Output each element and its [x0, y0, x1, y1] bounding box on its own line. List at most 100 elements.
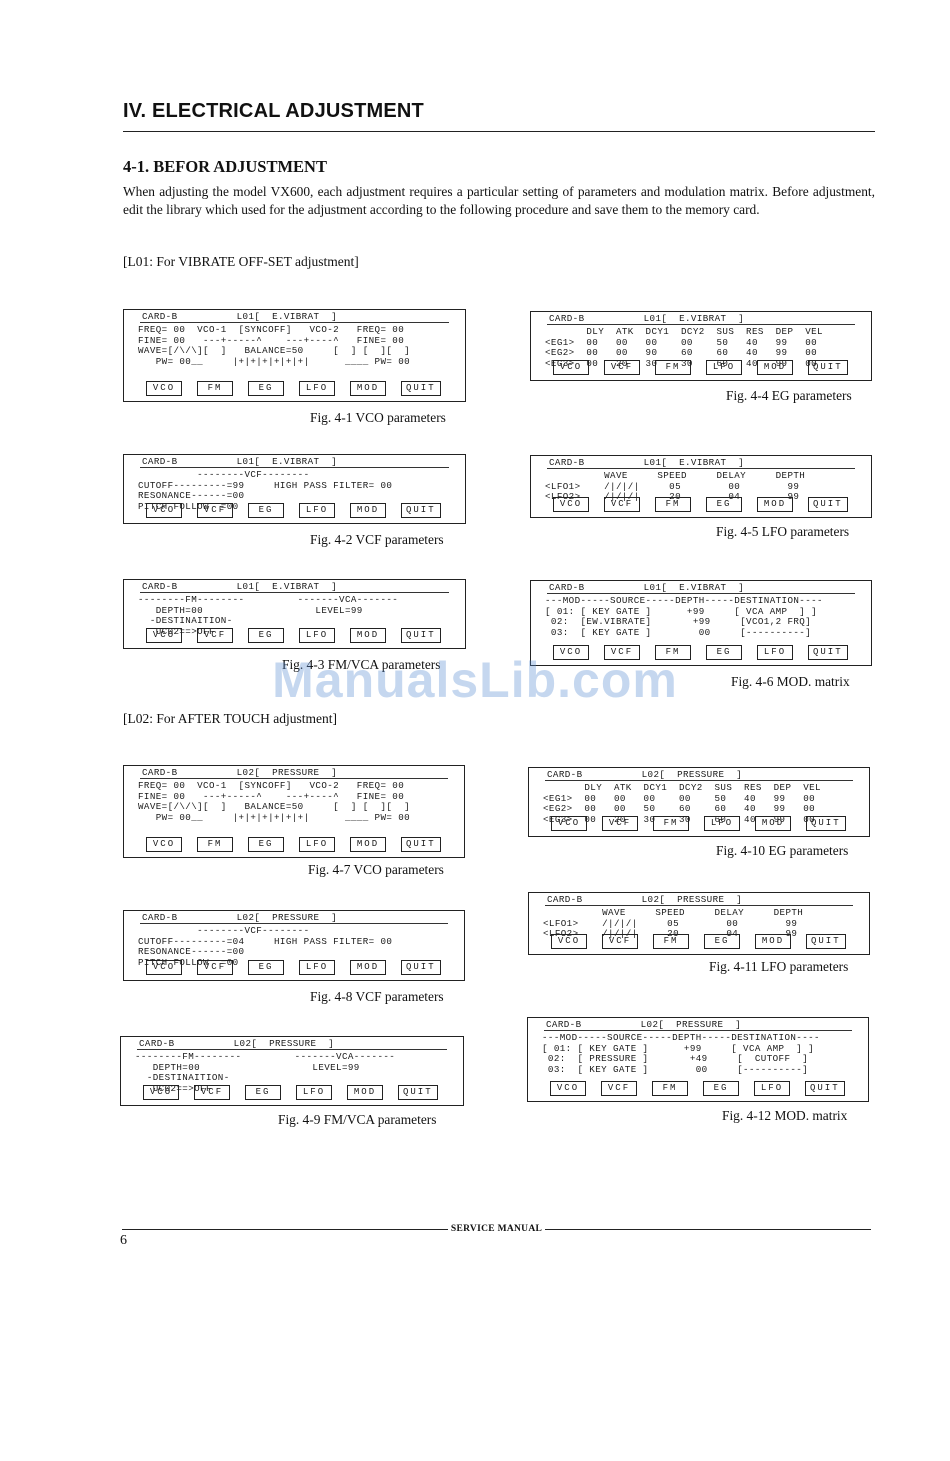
title-rule [123, 131, 875, 132]
chapter-title: IV. ELECTRICAL ADJUSTMENT [123, 100, 424, 122]
lcd-line: ---MOD-----SOURCE-----DEPTH-----DESTINAT… [542, 1032, 820, 1043]
lcd-panel-vco-l02: CARD-B L02[ PRESSURE ]FREQ= 00 VCO-1 [SY… [123, 765, 465, 858]
lcd-button-vcf: VCF [602, 816, 638, 831]
lcd-panel-fmvca-l02: CARD-B L02[ PRESSURE ]--------FM--------… [120, 1036, 464, 1106]
lcd-button-eg: EG [248, 381, 284, 396]
lcd-button-lfo: LFO [299, 628, 335, 643]
library-heading-l02: [L02: For AFTER TOUCH adjustment] [123, 711, 338, 726]
figure-caption: Fig. 4-12 MOD. matrix [722, 1108, 848, 1123]
library-heading-l01: [L01: For VIBRATE OFF-SET adjustment] [123, 254, 359, 269]
lcd-line: <EG2> 00 00 90 60 60 40 99 00 [545, 347, 818, 358]
lcd-header: CARD-B L02[ PRESSURE ] [547, 769, 743, 780]
lcd-button-vcf: VCF [604, 645, 640, 660]
lcd-header: CARD-B L01[ E.VIBRAT ] [142, 581, 338, 592]
lcd-button-lfo: LFO [299, 503, 335, 518]
lcd-line: DLY ATK DCY1 DCY2 SUS RES DEP VEL [545, 326, 823, 337]
lcd-button-vco: VCO [553, 645, 589, 660]
lcd-line: RESONANCE------=00 [138, 946, 245, 957]
lcd-button-eg: EG [706, 645, 742, 660]
lcd-body: WAVE SPEED DELAY DEPTH<LFO1> /|/|/| 05 0… [545, 470, 865, 503]
lcd-button-mod: MOD [350, 837, 386, 852]
lcd-button-vcf: VCF [197, 628, 233, 643]
lcd-button-eg: EG [248, 628, 284, 643]
lcd-line: DEPTH=00 LEVEL=99 [138, 604, 363, 616]
lcd-header-rule [545, 905, 853, 906]
lcd-button-fm: FM [653, 934, 689, 949]
lcd-line: --------FM-------- -------VCA------- [135, 1051, 396, 1062]
watermark: ManualsLib.com [272, 652, 678, 708]
lcd-panel-lfo-l02: CARD-B L02[ PRESSURE ] WAVE SPEED DELAY … [528, 892, 870, 955]
lcd-header-rule [140, 322, 449, 323]
lcd-button-lfo: LFO [296, 1085, 332, 1100]
lcd-button-quit: QUIT [808, 645, 848, 660]
figure-caption: Fig. 4-10 EG parameters [716, 843, 849, 858]
lcd-body: --------FM-------- -------VCA------- DEP… [138, 594, 459, 637]
lcd-button-quit: QUIT [806, 816, 846, 831]
lcd-header-rule [140, 923, 448, 924]
lcd-line: <LFO2> /|/|/| 20 04 99 [543, 928, 798, 939]
lcd-panel-vcf-l02: CARD-B L02[ PRESSURE ] --------VCF------… [123, 910, 465, 981]
lcd-button-lfo: LFO [704, 816, 740, 831]
lcd-button-vco: VCO [146, 503, 182, 518]
lcd-header: CARD-B L01[ E.VIBRAT ] [142, 311, 338, 322]
lcd-line: <EG1> 00 00 00 00 50 40 99 00 [545, 336, 818, 348]
lcd-header-rule [547, 324, 855, 325]
lcd-button-mod: MOD [350, 381, 386, 396]
lcd-button-vco: VCO [553, 497, 589, 512]
lcd-line: WAVE SPEED DELAY DEPTH [545, 470, 806, 481]
lcd-header: CARD-B L01[ E.VIBRAT ] [549, 582, 745, 593]
figure-caption: Fig. 4-1 VCO parameters [310, 410, 446, 425]
lcd-button-eg: EG [704, 934, 740, 949]
lcd-panel-eg-l01: CARD-B L01[ E.VIBRAT ] DLY ATK DCY1 DCY2… [530, 311, 872, 381]
lcd-line: FINE= 00 ---+-----^ ---+----^ FINE= 00 [138, 790, 405, 802]
figure-caption: Fig. 4-7 VCO parameters [308, 862, 444, 877]
lcd-header-rule [544, 1030, 852, 1031]
figure-caption: Fig. 4-5 LFO parameters [716, 524, 850, 539]
lcd-header: CARD-B L02[ PRESSURE ] [142, 912, 338, 923]
lcd-header: CARD-B L02[ PRESSURE ] [547, 894, 743, 905]
lcd-button-vco: VCO [146, 628, 182, 643]
lcd-button-vco: VCO [551, 934, 587, 949]
lcd-line: <EG3> 00 20 30 30 60 40 99 00 [545, 357, 818, 369]
lcd-button-vco: VCO [146, 381, 182, 396]
lcd-header: CARD-B L01[ E.VIBRAT ] [549, 313, 745, 324]
page-number: 6 [120, 1233, 127, 1248]
figure-caption: Fig. 4-11 LFO parameters [709, 959, 849, 974]
lcd-line: PW= 00__ |+|+|+|+|+|+| ____ PW= 00 [138, 355, 411, 367]
lcd-button-vcf: VCF [197, 960, 233, 975]
lcd-header: CARD-B L02[ PRESSURE ] [546, 1019, 742, 1030]
lcd-button-quit: QUIT [401, 503, 441, 518]
lcd-line: -DESTINAITION- [135, 1072, 230, 1083]
lcd-button-vco: VCO [146, 960, 182, 975]
lcd-line: WAVE=[/\/\][ ] BALANCE=50 [ ] [ ][ ] [138, 345, 411, 356]
lcd-button-eg: EG [248, 837, 284, 852]
section-title: 4-1. BEFOR ADJUSTMENT [123, 157, 327, 176]
lcd-button-vco: VCO [550, 1081, 586, 1096]
lcd-header: CARD-B L01[ E.VIBRAT ] [142, 456, 338, 467]
figure-caption: Fig. 4-3 FM/VCA parameters [282, 657, 441, 672]
lcd-line: --------FM-------- -------VCA------- [138, 594, 399, 605]
lcd-button-fm: FM [655, 497, 691, 512]
lcd-button-vco: VCO [553, 360, 589, 375]
lcd-body: ---MOD-----SOURCE-----DEPTH-----DESTINAT… [545, 595, 865, 638]
lcd-panel-vco-l01: CARD-B L01[ E.VIBRAT ] FREQ= 00 VCO-1 [SY… [123, 309, 466, 402]
lcd-line: CUTOFF---------=99 HIGH PASS FILTER= 00 [138, 479, 393, 491]
lcd-button-fm: FM [197, 837, 233, 852]
lcd-body: WAVE SPEED DELAY DEPTH<LFO1> /|/|/| 05 0… [543, 907, 863, 940]
lcd-line: PW= 00__ |+|+|+|+|+|+| ____ PW= 00 [138, 811, 411, 823]
lcd-line: DLY ATK DCY1 DCY2 SUS RES DEP VEL [543, 782, 821, 793]
lcd-line: ---MOD-----SOURCE-----DEPTH-----DESTINAT… [545, 595, 823, 606]
lcd-line: PITCH FOLLOW =00 [138, 956, 239, 968]
lcd-panel-fmvca-l01: CARD-B L01[ E.VIBRAT ] --------FM--------… [123, 579, 466, 649]
figure-caption: Fig. 4-9 FM/VCA parameters [278, 1112, 437, 1127]
lcd-body: ---MOD-----SOURCE-----DEPTH-----DESTINAT… [542, 1032, 862, 1075]
lcd-line: 03: [ KEY GATE ] 00 [----------] [542, 1063, 809, 1075]
lcd-button-fm: FM [655, 360, 691, 375]
lcd-line: <EG2> 00 00 50 60 60 40 99 00 [543, 803, 816, 814]
